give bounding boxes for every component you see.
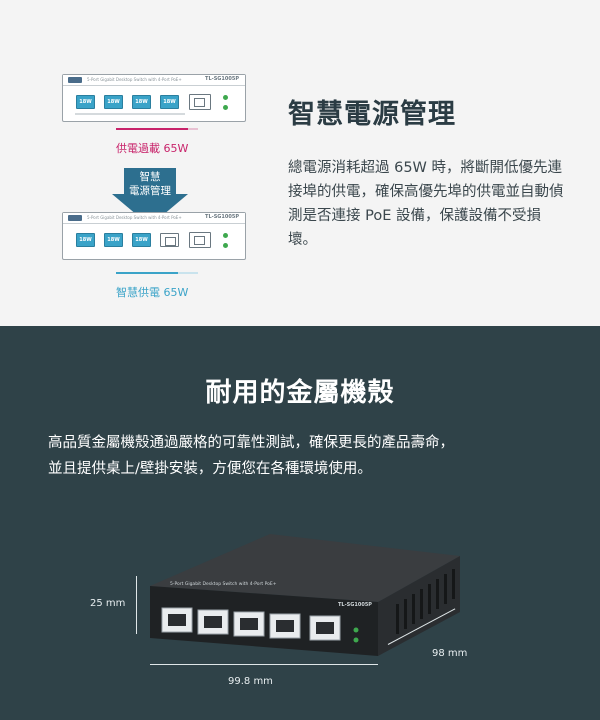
section-title-casing: 耐用的金屬機殼 [205,378,395,408]
poe-port: 18W [104,233,123,247]
smart-supply-label: 智慧供電 65W [116,286,189,299]
section-body-casing: 高品質金屬機殼通過嚴格的可靠性測試，確保更長的產品壽命， 並且提供桌上/壁掛安裝… [48,430,568,482]
poe-port: 18W [76,95,95,109]
casing-body-line1: 高品質金屬機殼通過嚴格的可靠性測試，確保更長的產品壽命， [48,435,454,451]
down-arrow-icon [112,168,188,226]
metal-casing-section: 耐用的金屬機殼 高品質金屬機殼通過嚴格的可靠性測試，確保更長的產品壽命， 並且提… [0,326,600,720]
switch-overload-illustration: 5-Port Gigabit Desktop Switch with 4-Por… [62,74,246,122]
disabled-port [160,233,179,247]
smart-bar [116,272,178,274]
switch-desc-text: 5-Port Gigabit Desktop Switch with 4-Por… [170,582,277,587]
poe-max-led-icon [223,105,228,110]
poe-port: 18W [160,95,179,109]
switch-model-text: TL-SG1005P [338,602,372,608]
poe-port: 18W [132,95,151,109]
switch-smart-illustration: 5-Port Gigabit Desktop Switch with 4-Por… [62,212,246,260]
height-dimension-label: 25 mm [90,598,126,609]
poe-port: 18W [132,233,151,247]
overload-bar [116,128,188,130]
width-dimension-line [150,664,378,665]
poe-max-led-icon [223,243,228,248]
uplink-port [189,232,211,248]
overload-bar-track [188,128,198,130]
uplink-port [189,94,211,110]
height-dimension-line [136,576,137,634]
section-title-power: 智慧電源管理 [288,99,456,130]
poe-port: 18W [76,233,95,247]
section-body-power: 總電源消耗超過 65W 時，將斷開低優先連接埠的供電，確保高優先埠的供電並自動偵… [288,160,564,248]
power-led-icon [223,233,228,238]
power-management-section: 5-Port Gigabit Desktop Switch with 4-Por… [0,0,600,326]
smart-bar-track [178,272,198,274]
depth-dimension-label: 98 mm [432,648,468,659]
arrow-label-line1: 智慧 [139,171,161,183]
width-dimension-label: 99.8 mm [228,676,273,687]
brand-logo-icon [68,215,82,221]
casing-body-line2: 並且提供桌上/壁掛安裝，方便您在各種環境使用。 [48,461,372,477]
power-led-icon [223,95,228,100]
poe-port: 18W [104,95,123,109]
switch-3d-illustration [150,534,460,656]
arrow-label-line2: 電源管理 [129,185,171,197]
brand-logo-icon [68,77,82,83]
overload-label: 供電過載 65W [116,142,189,155]
